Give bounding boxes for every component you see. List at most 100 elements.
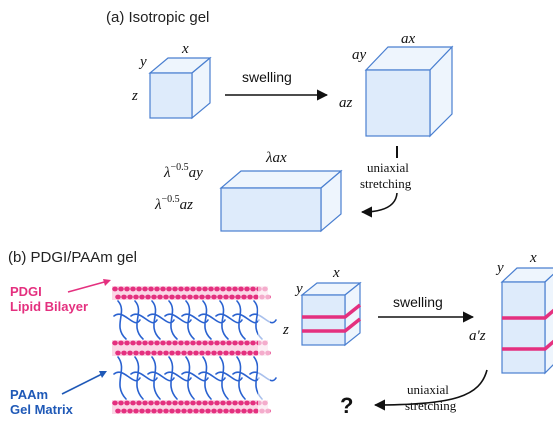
lipid-head xyxy=(172,400,178,406)
cube-large-y-label: ay xyxy=(352,47,367,63)
stretch-arrow-a xyxy=(360,192,398,218)
lipid-head xyxy=(178,286,184,292)
lipid-head xyxy=(214,286,220,292)
lipid-head xyxy=(190,400,196,406)
lipid-head xyxy=(139,408,145,414)
paam-pointer-arrow xyxy=(61,372,105,395)
lipid-bilayer-label: Lipid Bilayer xyxy=(10,299,88,314)
lipid-head xyxy=(250,286,256,292)
lipid-head xyxy=(151,408,157,414)
lipid-head xyxy=(160,286,166,292)
lipid-head xyxy=(247,294,253,300)
pdgi-pointer-arrow xyxy=(67,280,109,293)
paam-label: PAAm xyxy=(10,387,48,402)
isotropic-cube-large xyxy=(364,45,454,138)
lipid-head xyxy=(112,400,118,406)
lipid-head xyxy=(190,286,196,292)
gel-matrix-label: Gel Matrix xyxy=(10,402,74,417)
stretch-label-b-2: stretching xyxy=(405,398,457,413)
lipid-head xyxy=(199,294,205,300)
lipid-head xyxy=(157,294,163,300)
lipid-head xyxy=(226,286,232,292)
isotropic-cube-small xyxy=(148,56,212,120)
lipid-head xyxy=(118,340,124,346)
stretched-x-label: λax xyxy=(265,150,287,166)
lipid-head xyxy=(166,286,172,292)
lipid-head xyxy=(196,340,202,346)
lipid-head xyxy=(148,340,154,346)
lipid-head xyxy=(202,286,208,292)
lipid-head xyxy=(205,408,211,414)
lipid-head xyxy=(139,294,145,300)
lipid-head xyxy=(184,340,190,346)
lipid-head xyxy=(205,350,211,356)
lipid-head xyxy=(139,350,145,356)
lipid-head xyxy=(145,350,151,356)
lipid-head xyxy=(214,340,220,346)
lipid-head xyxy=(223,294,229,300)
lipid-head xyxy=(175,408,181,414)
lipid-head xyxy=(187,294,193,300)
lipid-head xyxy=(175,294,181,300)
lipid-head xyxy=(187,350,193,356)
gel-network-strands xyxy=(113,356,277,400)
lipid-head xyxy=(217,350,223,356)
lipid-head xyxy=(136,286,142,292)
lipid-head xyxy=(142,340,148,346)
pdgi-cube-z-label: z xyxy=(282,322,289,338)
lipid-head xyxy=(241,294,247,300)
stretch-arrow-b xyxy=(373,369,488,411)
lipid-head xyxy=(241,350,247,356)
pdgi-cube-small xyxy=(300,281,362,347)
lipid-head xyxy=(151,350,157,356)
cube-large-z-label: az xyxy=(339,95,353,111)
lipid-head xyxy=(208,400,214,406)
lipid-head xyxy=(247,350,253,356)
lipid-head xyxy=(223,350,229,356)
lipid-head xyxy=(211,350,217,356)
lipid-head xyxy=(124,340,130,346)
edge-fade xyxy=(258,282,270,418)
lipid-head xyxy=(163,408,169,414)
tall-block-z-label: a′z xyxy=(469,328,486,344)
swelling-label-a: swelling xyxy=(242,69,292,85)
lipid-head xyxy=(148,400,154,406)
cube-large-x-label: ax xyxy=(401,31,416,47)
panel-b-heading: (b) PDGI/PAAm gel xyxy=(8,249,137,266)
lipid-head xyxy=(223,408,229,414)
lipid-head xyxy=(166,400,172,406)
lipid-head xyxy=(196,400,202,406)
lipid-head xyxy=(169,408,175,414)
lipid-head xyxy=(163,294,169,300)
lipid-head xyxy=(238,340,244,346)
lipid-head xyxy=(130,400,136,406)
bilayer-line-small-1 xyxy=(302,303,362,319)
lipid-head xyxy=(250,340,256,346)
lipid-head xyxy=(229,408,235,414)
lipid-head xyxy=(127,408,133,414)
pdgi-cube-y-label: y xyxy=(294,281,303,297)
lipid-head xyxy=(235,294,241,300)
lipid-head xyxy=(118,286,124,292)
lipid-head xyxy=(190,340,196,346)
lipid-head xyxy=(250,400,256,406)
gel-network-strands xyxy=(113,300,277,340)
lipid-head xyxy=(247,408,253,414)
lipid-head xyxy=(238,286,244,292)
swelling-label-b: swelling xyxy=(393,294,443,310)
lipid-head xyxy=(226,400,232,406)
lipid-head xyxy=(187,408,193,414)
lipid-head xyxy=(112,340,118,346)
paam-pointer-arrowhead xyxy=(99,371,107,378)
bilayer-line-small-2 xyxy=(302,317,362,333)
lipid-head xyxy=(154,340,160,346)
lipid-head xyxy=(193,294,199,300)
panel-a-heading: (a) Isotropic gel xyxy=(106,9,209,26)
lipid-head xyxy=(127,350,133,356)
lipid-head xyxy=(160,400,166,406)
lipid-head xyxy=(202,340,208,346)
lipid-head xyxy=(229,350,235,356)
cube-small-y-label: y xyxy=(138,54,147,70)
lipid-head xyxy=(193,408,199,414)
